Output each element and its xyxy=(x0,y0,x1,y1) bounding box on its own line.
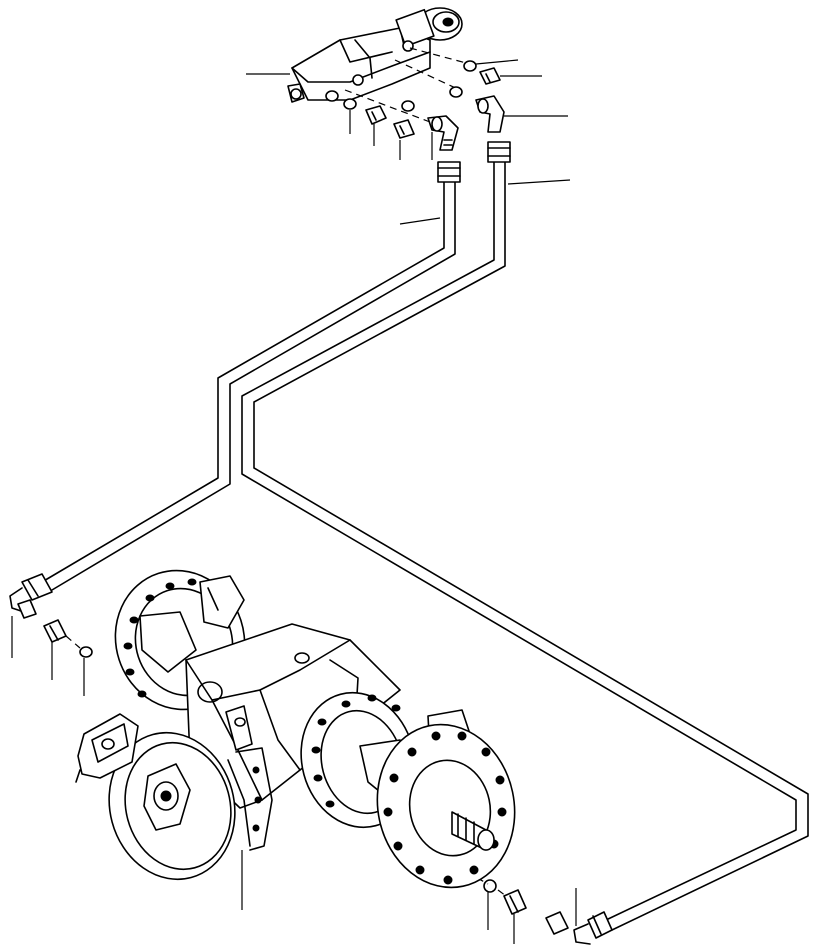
lower-left-fittings xyxy=(43,619,93,658)
washer xyxy=(463,60,477,72)
flange-bolt-holes xyxy=(311,694,401,808)
adapter-fitting xyxy=(503,889,527,915)
brake-valve xyxy=(287,7,471,123)
adapter-fitting xyxy=(393,119,415,139)
flange-bolt-holes xyxy=(123,578,197,698)
washer xyxy=(343,98,357,110)
hose-left xyxy=(9,161,461,619)
elbow-fitting xyxy=(427,115,459,151)
washer xyxy=(483,879,497,893)
wheel-hub-flange xyxy=(376,723,516,889)
adapter-fitting xyxy=(365,105,387,125)
banjo-bolt xyxy=(479,67,501,85)
leader-lines xyxy=(11,59,577,944)
hose-right xyxy=(241,141,809,945)
adapter-fitting xyxy=(43,619,67,643)
leader-line xyxy=(507,179,571,185)
brake-disc xyxy=(75,713,273,881)
leader-line xyxy=(399,217,441,225)
washer xyxy=(449,86,463,98)
leader-line xyxy=(475,59,519,65)
valve-fittings xyxy=(343,60,505,151)
washer xyxy=(79,646,93,658)
elbow-fitting xyxy=(475,95,505,133)
washer xyxy=(401,100,415,112)
